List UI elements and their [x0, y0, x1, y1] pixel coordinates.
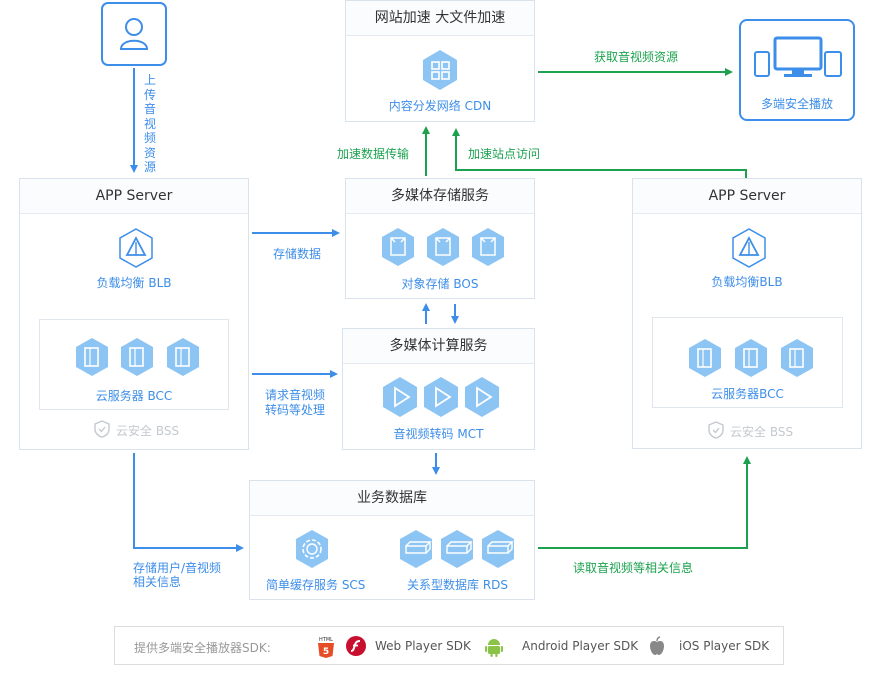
- scs-icon: [292, 529, 332, 573]
- android-icon: [484, 636, 504, 662]
- bss-label-left: 云安全 BSS: [116, 424, 180, 438]
- compute-title: 多媒体计算服务: [343, 329, 534, 364]
- blb-label-left: 负载均衡 BLB: [96, 276, 172, 290]
- shield-icon: [93, 420, 111, 442]
- bcc-server-icon: [73, 337, 111, 381]
- html5-badge-text: HTML: [319, 637, 333, 643]
- rds-icon: [478, 529, 518, 573]
- database-title: 业务数据库: [250, 481, 534, 516]
- database-box: 业务数据库 简单缓存服务 SCS 关系型数据库 RDS: [249, 480, 535, 600]
- blb-icon: [729, 228, 769, 272]
- rds-icon: [437, 529, 477, 573]
- svg-text:5: 5: [323, 647, 329, 657]
- store-user-arrow: [133, 453, 244, 552]
- html5-icon: HTML 5: [315, 635, 337, 663]
- bcc-server-icon: [118, 337, 156, 381]
- app-server-right-title: APP Server: [633, 179, 861, 214]
- bos-icon: [424, 227, 462, 271]
- accel-site-arrow: [452, 128, 747, 178]
- mct-label: 音视频转码 MCT: [393, 427, 484, 441]
- bos-icon: [469, 227, 507, 271]
- accel-transfer-label: 加速数据传输: [337, 147, 410, 161]
- web-player-sdk[interactable]: Web Player SDK: [375, 639, 471, 653]
- read-info-label: 读取音视频等相关信息: [573, 561, 694, 575]
- cdn-service-label: 内容分发网络 CDN: [388, 99, 492, 113]
- transcode-label-1: 请求音视频: [265, 388, 326, 402]
- scs-label: 简单缓存服务 SCS: [266, 578, 366, 592]
- cdn-box: 网站加速 大文件加速 内容分发网络 CDN: [345, 0, 535, 122]
- read-info-arrow: [538, 456, 751, 549]
- mct-icon: [380, 376, 420, 422]
- rds-label: 关系型数据库 RDS: [407, 578, 509, 592]
- upload-label: 上传音视频资源: [143, 73, 156, 174]
- storage-box: 多媒体存储服务 对象存储 BOS: [345, 178, 535, 299]
- mct-icon: [421, 376, 461, 422]
- devices-box: 多端安全播放: [739, 19, 855, 121]
- store-user-label-2: 相关信息: [133, 575, 182, 589]
- storage-title: 多媒体存储服务: [346, 179, 534, 214]
- user-icon: [101, 2, 167, 70]
- compute-box: 多媒体计算服务 音视频转码 MCT: [342, 328, 535, 450]
- store-data-label: 存储数据: [273, 247, 322, 261]
- bos-icon: [379, 227, 417, 271]
- flash-icon: [345, 635, 367, 661]
- bcc-server-icon: [778, 338, 816, 382]
- shield-icon: [707, 421, 725, 443]
- store-user-label-1: 存储用户/音视频: [133, 561, 222, 575]
- sdk-intro: 提供多端安全播放器SDK:: [134, 641, 271, 655]
- app-server-left: APP Server 负载均衡 BLB 云服务器 BCC 云安全 BSS: [19, 178, 249, 450]
- accel-site-label: 加速站点访问: [468, 147, 541, 161]
- ios-player-sdk[interactable]: iOS Player SDK: [679, 639, 770, 653]
- bss-label-right: 云安全 BSS: [730, 425, 794, 439]
- cdn-icon: [419, 49, 461, 95]
- cdn-header: 网站加速 大文件加速: [346, 1, 534, 36]
- bcc-server-icon: [164, 337, 202, 381]
- app-server-left-title: APP Server: [20, 179, 248, 214]
- transcode-label-2: 转码等处理: [265, 403, 326, 417]
- secure-play-label: 多端安全播放: [760, 97, 833, 111]
- bcc-group-left: 云服务器 BCC: [39, 319, 229, 410]
- bcc-label-right: 云服务器BCC: [711, 387, 784, 401]
- apple-icon: [648, 636, 666, 660]
- get-media-label: 获取音视频资源: [594, 50, 679, 64]
- bcc-server-icon: [732, 338, 770, 382]
- bos-label: 对象存储 BOS: [401, 277, 479, 291]
- bcc-server-icon: [686, 338, 724, 382]
- bcc-group-right: 云服务器BCC: [652, 317, 843, 408]
- app-server-right: APP Server 负载均衡BLB 云服务器BCC 云安全 BSS: [632, 178, 862, 449]
- blb-icon: [116, 228, 156, 272]
- bcc-label-left: 云服务器 BCC: [95, 389, 173, 403]
- devices-icon: [753, 35, 843, 87]
- rds-icon: [396, 529, 436, 573]
- sdk-bar: 提供多端安全播放器SDK: HTML 5 Web Player SDK Andro…: [114, 626, 784, 665]
- mct-icon: [462, 376, 502, 422]
- android-player-sdk[interactable]: Android Player SDK: [522, 639, 639, 653]
- blb-label-right: 负载均衡BLB: [711, 275, 783, 289]
